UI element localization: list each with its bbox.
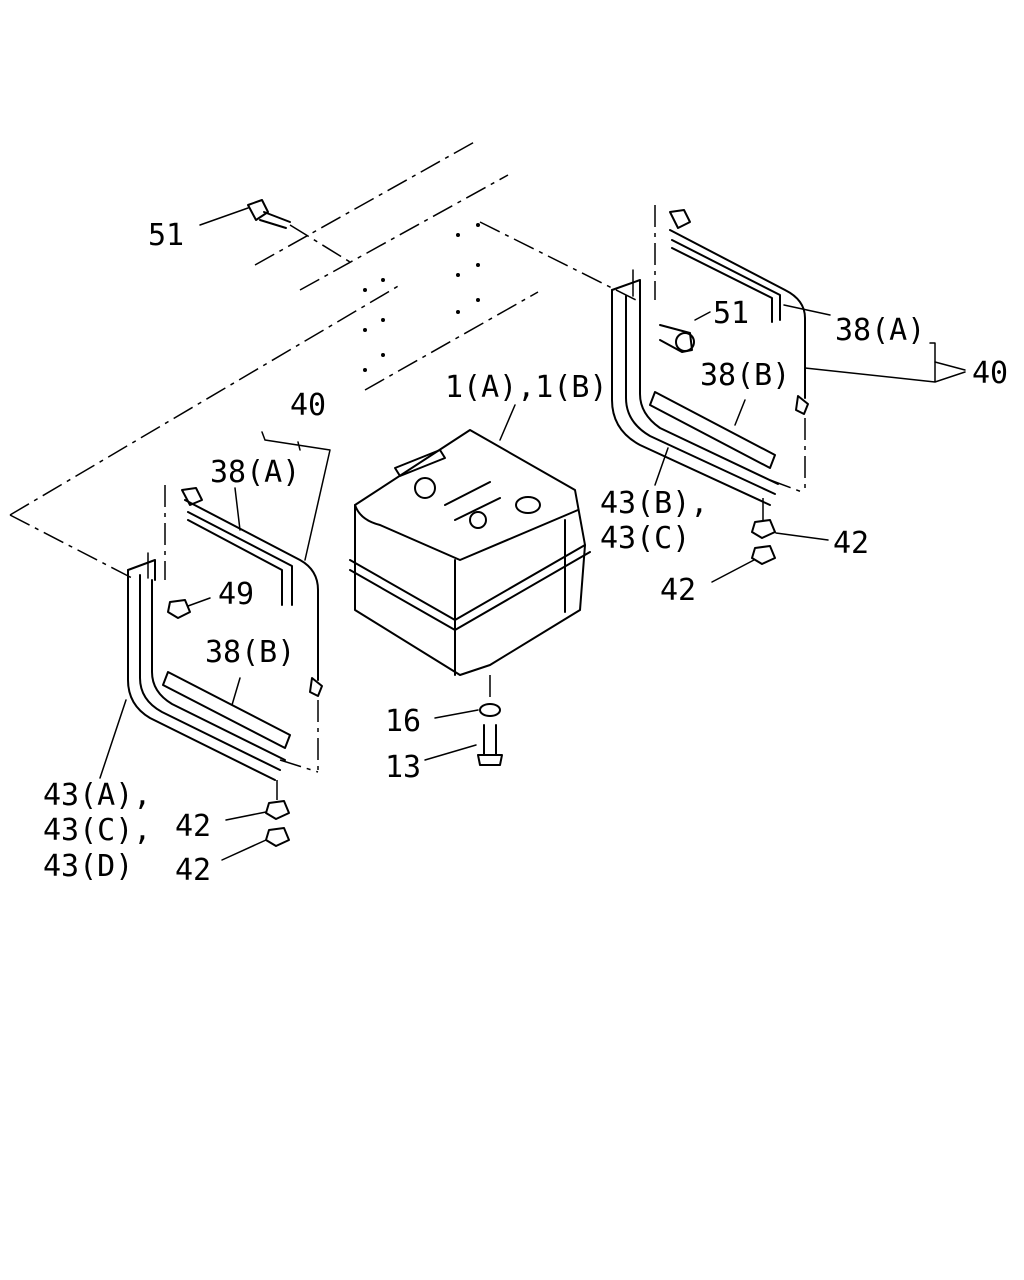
label-42-right-2: 42 [660, 573, 696, 608]
label-38b-right: 38(B) [700, 358, 790, 393]
label-51-top: 51 [148, 218, 184, 253]
callout-labels: 51 51 38(A) 40 38(B) 1(A),1(B) 40 38(A) … [43, 218, 1008, 888]
label-42-right-1: 42 [833, 526, 869, 561]
label-40-left: 40 [290, 388, 326, 423]
bracket-right [611, 205, 809, 565]
label-43bc-line1: 43(B), [600, 486, 708, 521]
label-38a-left: 38(A) [210, 455, 300, 490]
label-38b-left: 38(B) [205, 635, 295, 670]
leader-lines [99, 207, 966, 861]
frame-rail [9, 139, 641, 579]
label-42-left-2: 42 [175, 853, 211, 888]
label-13: 13 [385, 750, 421, 785]
label-40-right: 40 [972, 356, 1008, 391]
bracket-left [127, 485, 323, 847]
label-43acd-line2: 43(C), [43, 813, 151, 848]
fuel-tank [349, 429, 591, 766]
label-43acd-line1: 43(A), [43, 778, 151, 813]
label-16: 16 [385, 704, 421, 739]
label-43bc-line2: 43(C) [600, 521, 690, 556]
label-1ab: 1(A),1(B) [445, 370, 608, 405]
label-43acd-line3: 43(D) [43, 849, 133, 884]
label-42-left-1: 42 [175, 809, 211, 844]
label-51-right: 51 [713, 296, 749, 331]
label-38a-right: 38(A) [835, 313, 925, 348]
label-49: 49 [218, 577, 254, 612]
bolt-51-top [247, 199, 351, 263]
